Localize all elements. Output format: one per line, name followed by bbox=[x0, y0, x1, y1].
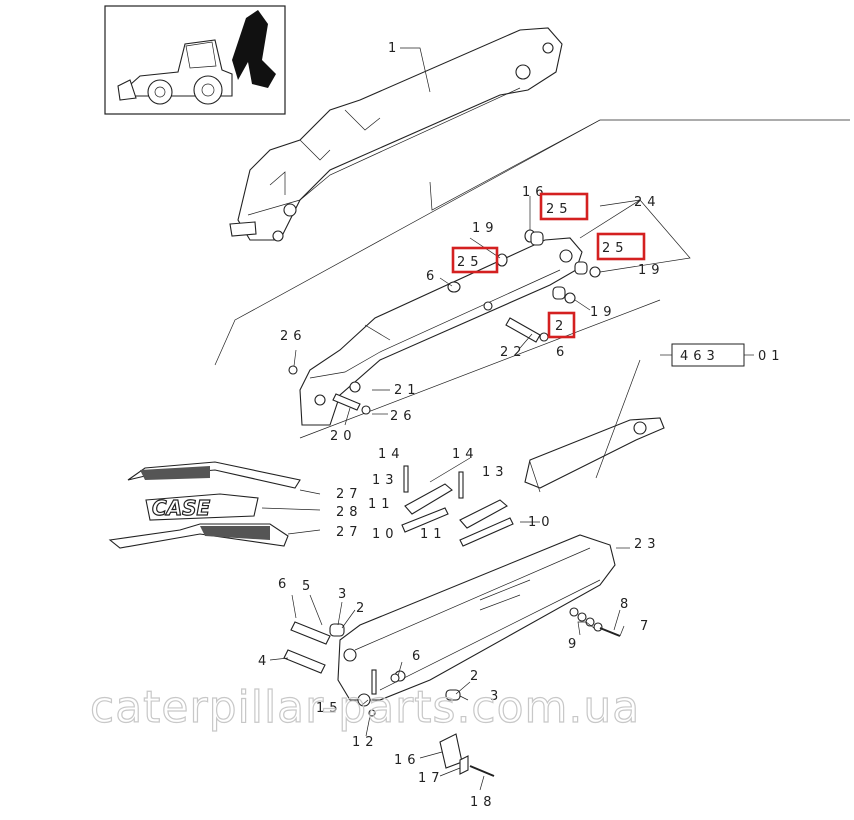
callout-label: 4 bbox=[258, 654, 271, 669]
callout-label: 22 bbox=[500, 345, 527, 360]
reference-box: 463 01 bbox=[660, 343, 785, 367]
highlight-box bbox=[596, 232, 646, 261]
callout-label: 28 bbox=[336, 505, 363, 520]
callout-label: 1 bbox=[388, 41, 401, 56]
callout-label: 3 bbox=[490, 689, 503, 704]
callout-label: 19 bbox=[590, 305, 617, 320]
callout-label: 15 bbox=[316, 701, 343, 716]
boom-assembly-upper bbox=[229, 27, 563, 242]
wear-pads bbox=[401, 457, 514, 547]
callout-label: 19 bbox=[638, 263, 665, 278]
cylinder-detail bbox=[524, 359, 665, 493]
callout-label: 6 bbox=[278, 577, 291, 592]
highlight-box bbox=[539, 192, 589, 221]
callout-label: 11 bbox=[420, 527, 447, 542]
callout-label: 26 bbox=[390, 409, 417, 424]
callout-label: 20 bbox=[330, 429, 357, 444]
callout-label: 2 bbox=[356, 601, 369, 616]
highlight-boxes bbox=[451, 192, 646, 339]
callout-label: 21 bbox=[394, 383, 421, 398]
bushings-pins bbox=[288, 229, 601, 415]
case-decal-text: CASE bbox=[152, 496, 211, 520]
callout-label: 6 bbox=[426, 269, 439, 284]
callout-label: 16 bbox=[522, 185, 549, 200]
leader-lines bbox=[261, 47, 691, 791]
machine-thumbnail bbox=[104, 5, 286, 115]
callout-label: 10 bbox=[528, 515, 555, 530]
callout-label: 9 bbox=[568, 637, 581, 652]
callout-label: 14 bbox=[452, 447, 479, 462]
callout-label: 13 bbox=[482, 465, 509, 480]
callout-label: 7 bbox=[640, 619, 653, 634]
callout-label: 10 bbox=[372, 527, 399, 542]
highlight-box bbox=[547, 311, 576, 339]
callout-label: 3 bbox=[338, 587, 351, 602]
callout-label: 25 bbox=[457, 255, 484, 270]
callout-label: 19 bbox=[472, 221, 499, 236]
callout-label: 6 bbox=[412, 649, 425, 664]
callout-label: 24 bbox=[634, 195, 661, 210]
decals: CASE bbox=[108, 461, 301, 549]
callout-labels: 1 16 24 19 19 19 25 25 25 2 6 6 22 26 21… bbox=[258, 41, 665, 810]
reference-code-suffix: 01 bbox=[758, 349, 785, 364]
callout-label: 25 bbox=[602, 241, 629, 256]
highlight-box bbox=[451, 246, 499, 274]
callout-label: 6 bbox=[556, 345, 569, 360]
callout-label: 18 bbox=[470, 795, 497, 810]
callout-label: 12 bbox=[352, 735, 379, 750]
callout-label: 14 bbox=[378, 447, 405, 462]
callout-label: 13 bbox=[372, 473, 399, 488]
callout-label: 27 bbox=[336, 525, 363, 540]
callout-label: 2 bbox=[555, 319, 568, 334]
section-lines bbox=[214, 119, 850, 439]
callout-label: 23 bbox=[634, 537, 661, 552]
callout-label: 11 bbox=[368, 497, 395, 512]
reference-code-prefix: 463 bbox=[680, 349, 720, 364]
callout-label: 5 bbox=[302, 579, 315, 594]
callout-label: 16 bbox=[394, 753, 421, 768]
callout-label: 8 bbox=[620, 597, 633, 612]
callout-label: 2 bbox=[470, 669, 483, 684]
callout-label: 27 bbox=[336, 487, 363, 502]
callout-label: 17 bbox=[418, 771, 445, 786]
callout-label: 26 bbox=[280, 329, 307, 344]
dipper-arm-middle bbox=[299, 237, 583, 426]
lower-parts bbox=[283, 607, 621, 777]
dipper-arm-lower bbox=[337, 534, 616, 701]
callout-label: 25 bbox=[546, 202, 573, 217]
watermark: caterpillar-parts.com.ua bbox=[90, 682, 640, 733]
